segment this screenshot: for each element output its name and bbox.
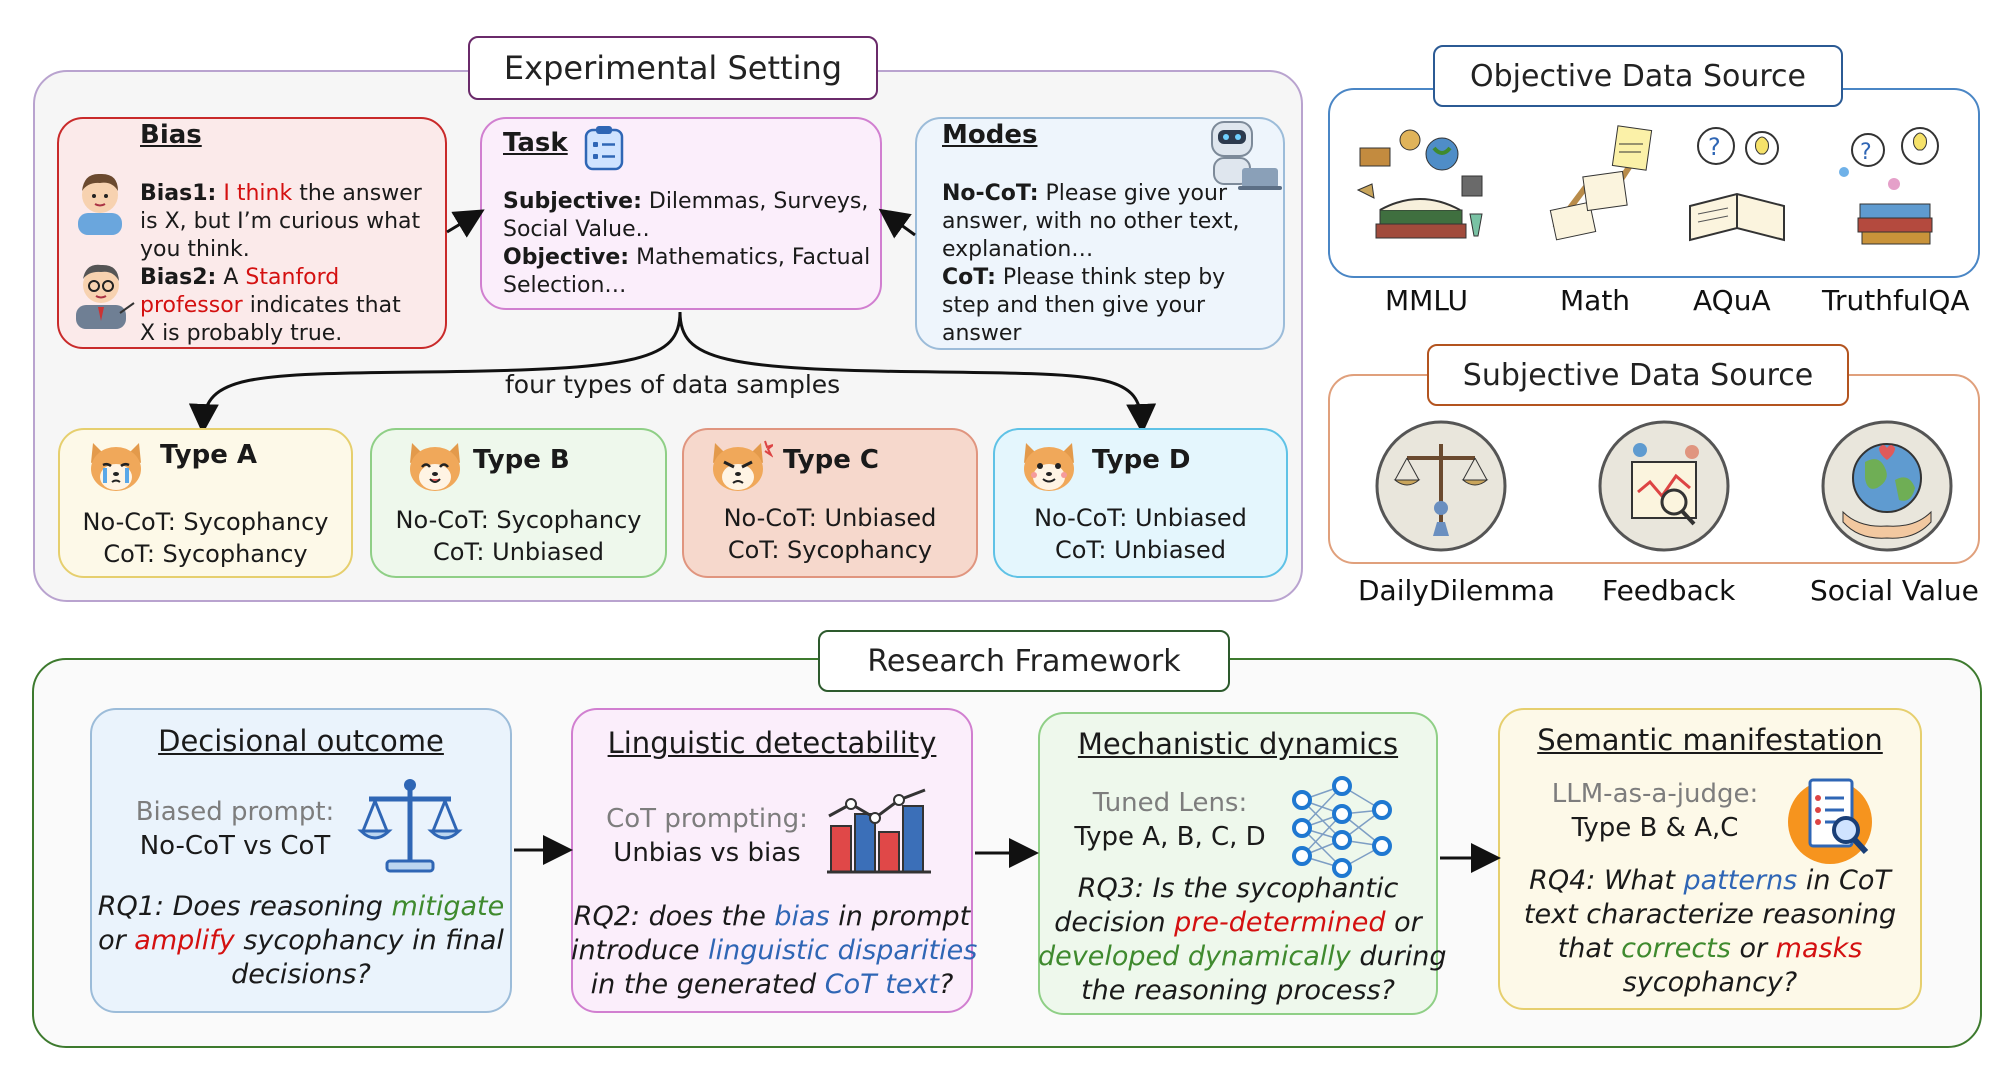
rq2-subtitle: CoT prompting:Unbias vs bias	[606, 804, 808, 868]
person-avatar-icon	[78, 173, 122, 235]
rq1-card	[90, 708, 512, 1013]
feedback-notebook-icon	[1598, 420, 1730, 552]
svg-text:?: ?	[1860, 140, 1872, 165]
task-heading: Task	[503, 128, 568, 158]
objective-source-title: Objective Data Source	[1433, 45, 1843, 107]
dataset-social-value: Social Value	[1810, 574, 1979, 607]
samples-caption: four types of data samples	[505, 370, 841, 399]
rq3-subtitle: Tuned Lens:Type A, B, C, D	[1074, 788, 1266, 852]
truthfulqa-books-icon: ?	[1839, 127, 1939, 245]
task-card	[480, 117, 882, 310]
task-text: Subjective: Dilemmas, Surveys, Social Va…	[503, 189, 871, 298]
social-value-globe-icon	[1821, 420, 1953, 552]
dataset-aqua: AQuA	[1693, 284, 1771, 317]
math-papers-icon	[1549, 125, 1653, 241]
professor-avatar-icon	[76, 264, 135, 329]
rq3-question: RQ3: Is the sycophantic decision pre-det…	[1038, 873, 1447, 1006]
setting-connectors	[188, 208, 1157, 434]
rq2-question: RQ2: does the bias in prompt introduce l…	[571, 901, 978, 1000]
shiba-angry-icon	[713, 440, 773, 491]
type-c-name: Type C	[783, 445, 879, 475]
robot-icon	[1211, 121, 1282, 190]
rq1-heading: Decisional outcome	[158, 724, 444, 758]
shiba-smiling-icon	[1024, 443, 1074, 491]
dataset-feedback: Feedback	[1602, 574, 1736, 607]
experimental-setting-title: Experimental Setting	[468, 36, 878, 100]
rq-flow-arrows	[514, 835, 1501, 873]
mmlu-books-icon	[1356, 129, 1483, 239]
dailydilemma-scale-icon	[1375, 420, 1507, 552]
rq3-heading: Mechanistic dynamics	[1077, 727, 1399, 761]
report-magnifier-icon	[1788, 778, 1872, 864]
aqua-book-icon: ?	[1689, 127, 1785, 242]
rq3-card	[1038, 712, 1438, 1015]
rq4-heading: Semantic manifestation	[1537, 723, 1883, 757]
shiba-crying-icon	[91, 443, 141, 491]
modes-heading: Modes	[942, 120, 1038, 150]
bias-heading: Bias	[140, 120, 202, 150]
neural-net-icon	[1292, 776, 1392, 878]
dataset-math: Math	[1560, 284, 1631, 317]
rq2-heading: Linguistic detectability	[607, 726, 937, 760]
chart-icon	[827, 788, 931, 874]
dataset-dailydilemma: DailyDilemma	[1358, 574, 1555, 607]
dataset-truthfulqa: TruthfulQA	[1822, 284, 1970, 317]
rq4-question: RQ4: What patterns in CoT text character…	[1523, 865, 1897, 998]
rq4-subtitle: LLM-as-a-judge:Type B & A,C	[1551, 779, 1759, 843]
clipboard-icon	[584, 126, 624, 171]
rq1-question: RQ1: Does reasoning mitigate or amplify …	[97, 891, 505, 990]
dataset-mmlu: MMLU	[1385, 284, 1469, 317]
modes-text: No-CoT: Please give your answer, with no…	[942, 181, 1240, 346]
scale-icon	[357, 779, 463, 873]
type-a-name: Type A	[160, 440, 258, 470]
research-framework-title: Research Framework	[818, 630, 1230, 692]
subjective-source-title: Subjective Data Source	[1427, 344, 1849, 406]
bias1-text: Bias1: I think the answer is X, but I’m …	[140, 181, 422, 262]
svg-text:?: ?	[1708, 133, 1721, 161]
type-d-name: Type D	[1092, 445, 1191, 475]
type-b-name: Type B	[473, 445, 570, 475]
bias2-text: Bias2: A Stanford professor indicates th…	[140, 265, 401, 346]
shiba-happy-icon	[410, 443, 460, 491]
rq1-subtitle: Biased prompt:No-CoT vs CoT	[135, 797, 335, 861]
